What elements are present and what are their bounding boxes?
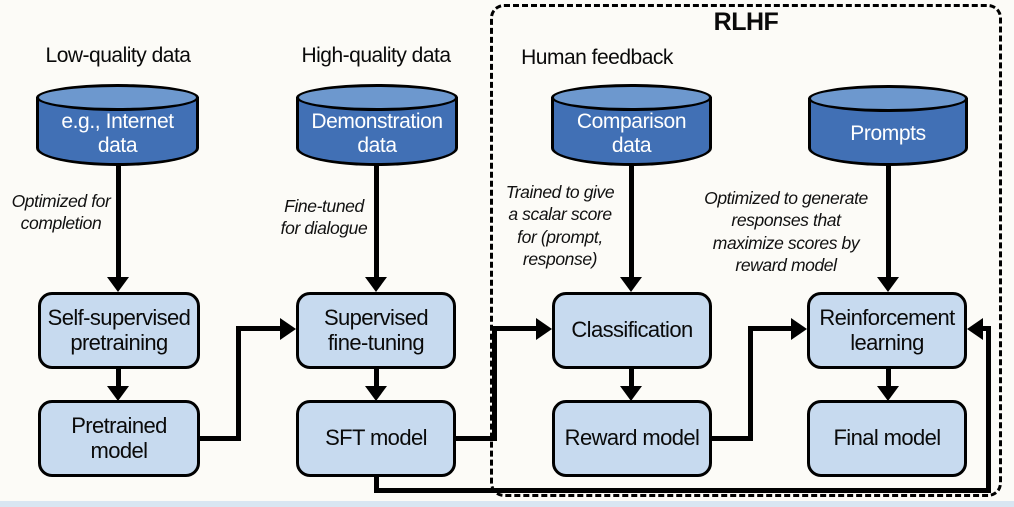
connector-segment [748, 326, 793, 331]
arrow-down-icon [365, 386, 387, 401]
cylinder-top-ellipse [808, 85, 968, 112]
arrow-down-icon [620, 277, 642, 292]
annotation-trained-scalar-score: Trained to give a scalar score for (prom… [505, 182, 615, 270]
box-reward-model: Reward model [552, 400, 712, 477]
connector-segment [983, 326, 991, 331]
arrow-line [629, 164, 634, 278]
connector-segment [236, 326, 282, 331]
arrow-right-icon [536, 318, 552, 340]
arrow-line [886, 164, 891, 278]
database-cylinder-icon: Prompts [808, 85, 968, 166]
connector-segment [455, 436, 497, 441]
cylinder-top-ellipse [296, 84, 458, 111]
box-pretrained-model: Pretrained model [38, 400, 200, 477]
arrow-down-icon [620, 386, 642, 401]
annotation-optimized-for-completion: Optimized for completion [11, 191, 111, 234]
heading-low-quality-data: Low-quality data [45, 44, 191, 67]
box-reinforcement-learning: Reinforcement learning [807, 292, 967, 369]
rlhf-region-title: RLHF [713, 8, 779, 36]
arrow-line [374, 164, 379, 278]
box-supervised-fine-tuning: Supervised fine-tuning [296, 292, 456, 369]
arrow-down-icon [107, 386, 129, 401]
connector-segment [748, 326, 753, 441]
connector-segment [986, 326, 991, 493]
cylinder-label-comparison-data: Comparison data [576, 109, 687, 157]
arrow-down-icon [107, 277, 129, 292]
cylinder-label-prompts: Prompts [850, 122, 926, 146]
cylinder-label-internet-data: e.g., Internet data [61, 109, 174, 157]
arrow-line [374, 369, 379, 388]
cylinder-top-ellipse [551, 84, 712, 111]
connector-segment [492, 326, 497, 441]
arrow-right-icon [791, 318, 807, 340]
database-cylinder-icon: Demonstration data [296, 84, 458, 166]
arrow-line [116, 369, 121, 388]
box-classification: Classification [552, 292, 712, 369]
annotation-optimized-maximize-scores: Optimized to generate responses that max… [704, 188, 868, 276]
arrow-right-icon [280, 318, 296, 340]
database-cylinder-icon: e.g., Internet data [36, 84, 199, 166]
arrow-line [629, 369, 634, 388]
box-sft-model: SFT model [296, 400, 456, 477]
arrow-down-icon [877, 277, 899, 292]
box-self-supervised-pretraining: Self-supervised pretraining [38, 292, 200, 369]
rlhf-dashed-region [490, 4, 1002, 497]
arrow-line [116, 164, 121, 278]
heading-human-feedback: Human feedback [521, 46, 673, 69]
arrow-down-icon [365, 277, 387, 292]
connector-segment [374, 488, 991, 493]
connector-segment [492, 326, 538, 331]
connector-segment [199, 436, 241, 441]
connector-segment [711, 436, 753, 441]
cylinder-top-ellipse [36, 84, 199, 111]
connector-segment [236, 326, 241, 441]
connector-segment [374, 477, 379, 493]
cylinder-label-demonstration-data: Demonstration data [311, 109, 443, 157]
box-final-model: Final model [807, 400, 967, 477]
heading-high-quality-data: High-quality data [301, 44, 451, 67]
database-cylinder-icon: Comparison data [551, 84, 712, 166]
arrow-line [886, 369, 891, 388]
arrow-left-icon [967, 318, 983, 340]
annotation-fine-tuned-for-dialogue: Fine-tuned for dialogue [280, 196, 368, 239]
arrow-down-icon [877, 386, 899, 401]
bottom-edge-strip [0, 501, 1014, 507]
